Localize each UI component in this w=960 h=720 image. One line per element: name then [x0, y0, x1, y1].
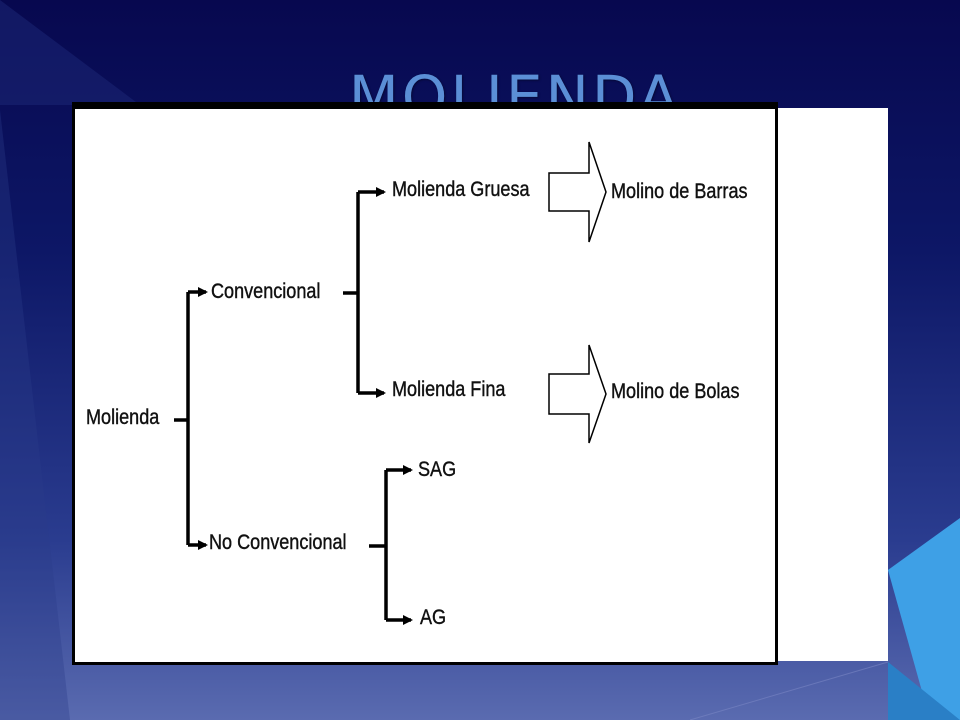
block-arrow-fina — [548, 344, 607, 444]
node-no-convencional: No Convencional — [209, 531, 347, 554]
panel-white-extension — [776, 108, 888, 661]
node-molienda: Molienda — [86, 406, 160, 429]
deco-line — [689, 661, 889, 720]
corner-shape-bottom-right-dark — [888, 662, 960, 720]
node-molino-bolas: Molino de Bolas — [611, 380, 740, 403]
node-molienda-fina: Molienda Fina — [392, 378, 506, 401]
node-convencional: Convencional — [211, 280, 321, 303]
corner-shape-top-left — [0, 0, 140, 105]
block-arrow-gruesa — [548, 141, 607, 243]
node-molino-barras: Molino de Barras — [611, 180, 748, 203]
corner-shape-bottom-right — [888, 518, 960, 720]
node-molienda-gruesa: Molienda Gruesa — [392, 178, 530, 201]
corner-shape-left — [0, 110, 70, 720]
node-sag: SAG — [418, 458, 457, 481]
node-ag: AG — [420, 606, 447, 629]
